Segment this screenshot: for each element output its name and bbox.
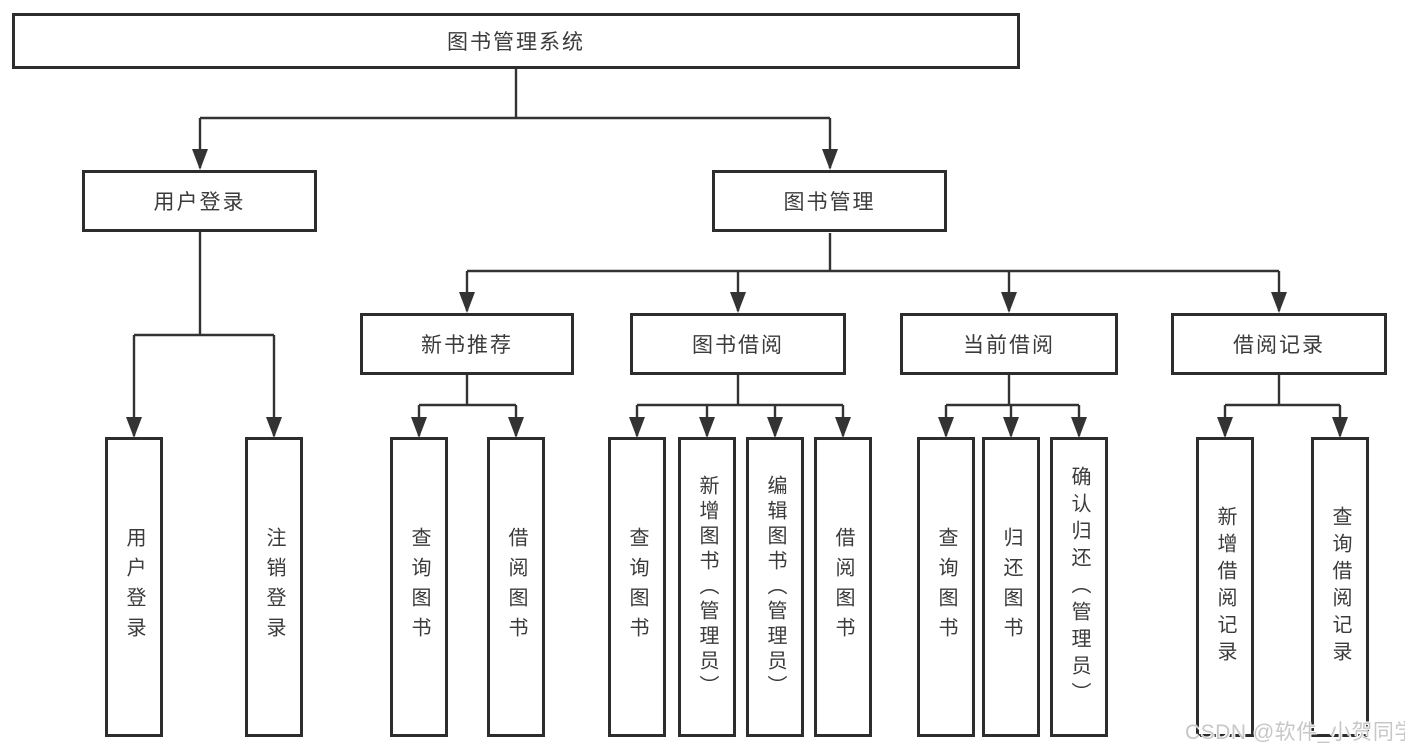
node-book-management-label: 图书管理: [783, 191, 876, 214]
node-book-borrow-label: 图书借阅: [692, 334, 784, 357]
leaf-confirm-return-admin-label: 确认归还（管理员）: [1068, 465, 1090, 709]
leaf-query-book-current: 查询图书: [917, 437, 975, 737]
leaf-logout-label: 注销登录: [263, 527, 285, 647]
node-new-book-recommend: 新书推荐: [360, 313, 574, 375]
leaf-add-borrow-record-label: 新增借阅记录: [1214, 506, 1236, 668]
connector-line: [132, 69, 1342, 436]
leaf-borrow-book-recommend-label: 借阅图书: [505, 527, 527, 647]
leaf-add-book-admin: 新增图书（管理员）: [678, 437, 736, 737]
node-borrow-records: 借阅记录: [1171, 313, 1387, 375]
leaf-return-book-label: 归还图书: [1000, 527, 1022, 647]
leaf-query-book-borrow: 查询图书: [608, 437, 666, 737]
watermark: CSDN @软件_小贺同学: [1185, 721, 1405, 744]
node-book-borrow: 图书借阅: [630, 313, 846, 375]
leaf-query-book-recommend-label: 查询图书: [408, 527, 430, 647]
node-new-book-recommend-label: 新书推荐: [421, 334, 513, 357]
leaf-user-login-label: 用户登录: [123, 527, 145, 647]
node-root-label: 图书管理系统: [447, 31, 585, 54]
leaf-borrow-book: 借阅图书: [814, 437, 872, 737]
leaf-logout: 注销登录: [245, 437, 303, 737]
leaf-return-book: 归还图书: [982, 437, 1040, 737]
leaf-query-borrow-record: 查询借阅记录: [1311, 437, 1369, 737]
node-user-login-label: 用户登录: [153, 191, 246, 214]
leaf-query-book-borrow-label: 查询图书: [626, 527, 648, 647]
leaf-edit-book-admin-label: 编辑图书（管理员）: [764, 474, 786, 700]
leaf-borrow-book-label: 借阅图书: [832, 527, 854, 647]
leaf-query-book-recommend: 查询图书: [390, 437, 448, 737]
node-current-borrow: 当前借阅: [900, 313, 1118, 375]
node-current-borrow-label: 当前借阅: [963, 334, 1055, 357]
leaf-confirm-return-admin: 确认归还（管理员）: [1050, 437, 1108, 737]
leaf-add-book-admin-label: 新增图书（管理员）: [696, 474, 718, 700]
leaf-add-borrow-record: 新增借阅记录: [1196, 437, 1254, 737]
leaf-user-login: 用户登录: [105, 437, 163, 737]
leaf-query-borrow-record-label: 查询借阅记录: [1329, 506, 1351, 668]
leaf-query-book-current-label: 查询图书: [935, 527, 957, 647]
node-book-management: 图书管理: [712, 170, 947, 232]
node-user-login: 用户登录: [82, 170, 317, 232]
node-borrow-records-label: 借阅记录: [1233, 334, 1325, 357]
node-root: 图书管理系统: [12, 13, 1020, 69]
leaf-edit-book-admin: 编辑图书（管理员）: [746, 437, 804, 737]
arrowhead-icon: [126, 149, 1348, 438]
leaf-borrow-book-recommend: 借阅图书: [487, 437, 545, 737]
